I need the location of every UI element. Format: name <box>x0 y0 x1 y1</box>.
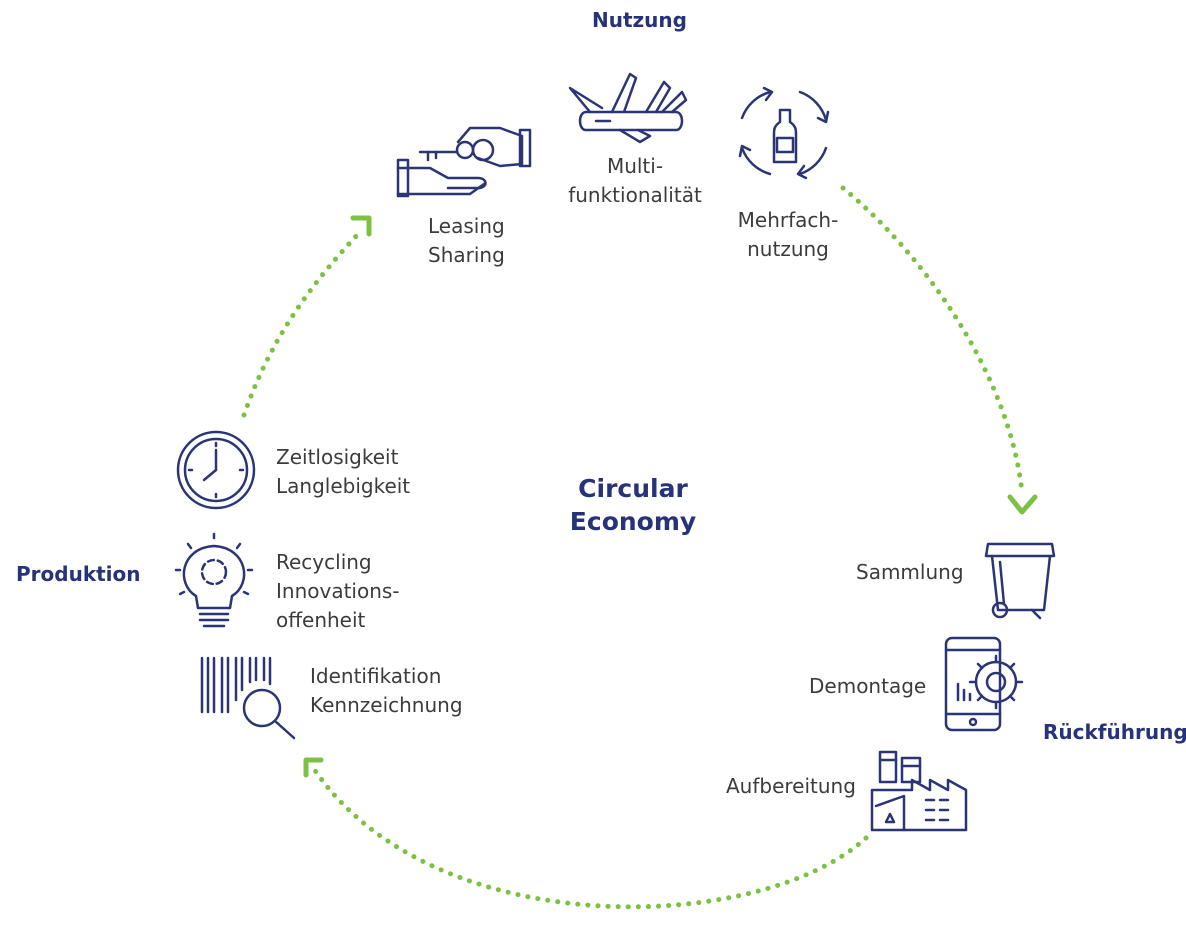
arrow-path-left <box>241 229 363 418</box>
label-langlebigkeit: Langlebigkeit <box>276 474 411 498</box>
label-innovations: Innovations- <box>276 579 400 603</box>
label-leasing: Leasing <box>428 214 505 238</box>
arrowhead-top-left <box>350 215 372 237</box>
barcode-magnifier-icon <box>200 656 296 740</box>
phase-title-nutzung: Nutzung <box>592 8 687 32</box>
label-recycling-innovation: Recycling Innovations- offenheit <box>276 548 400 635</box>
handshake-keys-icon <box>396 126 532 198</box>
center-title: Circular Economy <box>548 472 718 538</box>
smartphone-gear-icon <box>944 636 1024 732</box>
label-mehrfachnutzung: Mehrfach- nutzung <box>726 206 850 264</box>
label-recycling: Recycling <box>276 550 372 574</box>
label-leasing-sharing: Leasing Sharing <box>428 212 505 270</box>
recycling-factory-icon <box>870 750 968 832</box>
arrowhead-down <box>1007 494 1038 515</box>
label-identifikation-kennzeichnung: Identifikation Kennzeichnung <box>310 662 463 720</box>
label-demontage: Demontage <box>809 674 927 698</box>
clock-icon <box>176 430 256 510</box>
label-identifikation: Identifikation <box>310 664 442 688</box>
label-zeitlosigkeit: Zeitlosigkeit <box>276 445 399 469</box>
label-sharing: Sharing <box>428 243 505 267</box>
label-kennzeichnung: Kennzeichnung <box>310 693 463 717</box>
center-title-line1: Circular <box>578 474 688 503</box>
arrowhead-bottom-left <box>303 757 324 778</box>
phase-title-produktion: Produktion <box>16 562 141 586</box>
label-zeitlosigkeit-langlebigkeit: Zeitlosigkeit Langlebigkeit <box>276 443 410 501</box>
lightbulb-icon <box>174 532 254 628</box>
label-funktionalitaet: funktionalität <box>568 183 702 207</box>
label-mehrfach: Mehrfach- <box>737 208 839 232</box>
label-nutzung: nutzung <box>747 237 829 261</box>
bottle-recycle-icon <box>738 86 830 180</box>
waste-bin-icon <box>984 542 1056 620</box>
label-multi: Multi- <box>606 154 664 178</box>
label-aufbereitung: Aufbereitung <box>726 774 856 798</box>
label-sammlung: Sammlung <box>856 560 964 584</box>
phase-title-rueckfuehrung: Rückführung <box>1043 720 1186 744</box>
arrow-path-top-right <box>840 185 1025 495</box>
pocket-knife-icon <box>568 72 688 144</box>
label-multifunktionalitaet: Multi- funktionalität <box>562 152 708 210</box>
label-offenheit: offenheit <box>276 608 366 632</box>
center-title-line2: Economy <box>569 507 697 536</box>
